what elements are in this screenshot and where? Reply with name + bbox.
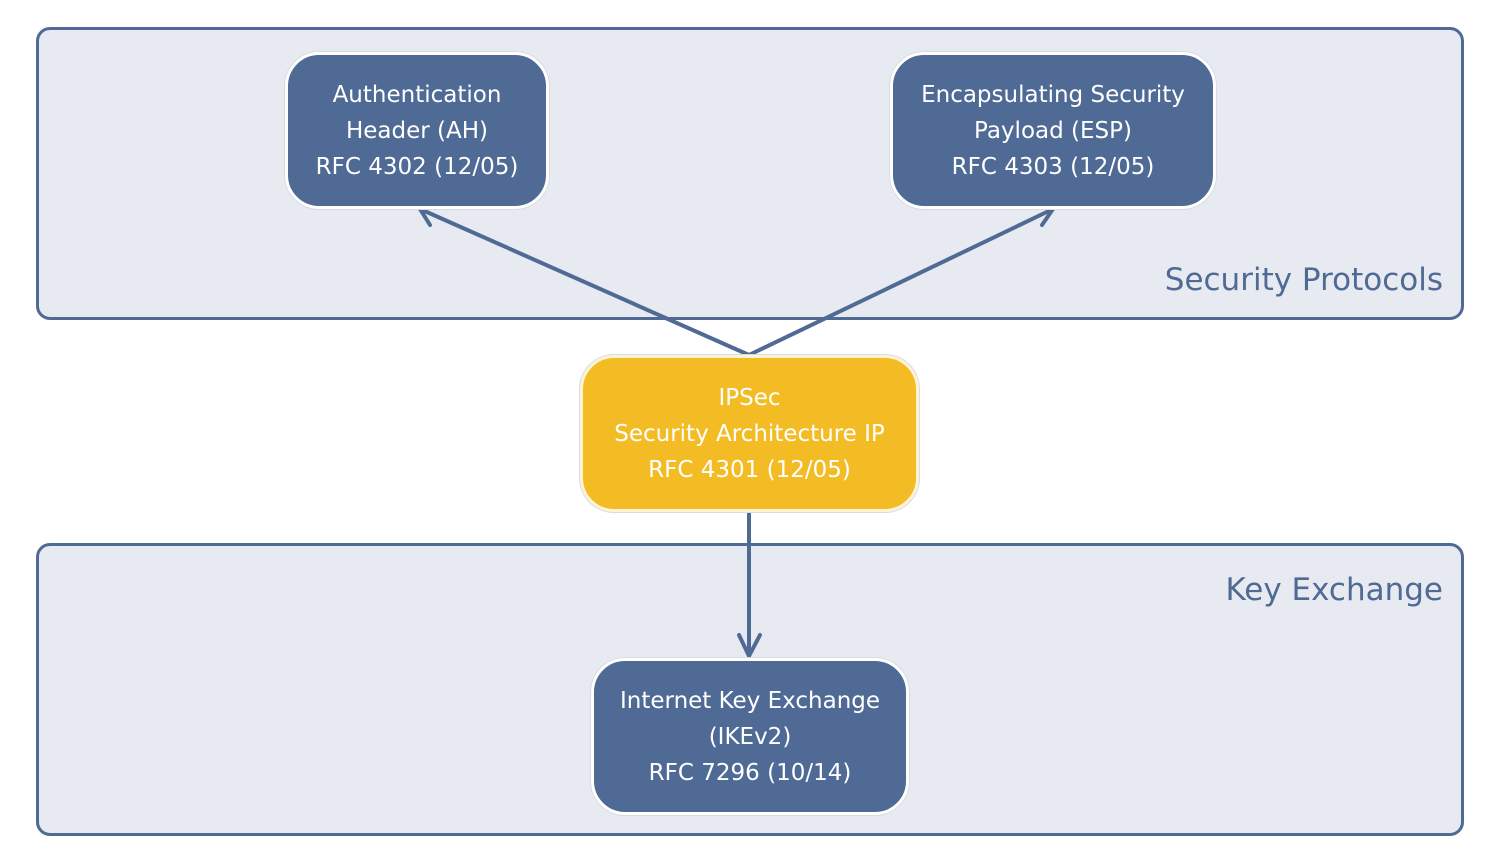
- key-exchange-label: Key Exchange: [1225, 572, 1443, 608]
- ipsec-architecture-node: IPSec Security Architecture IP RFC 4301 …: [580, 355, 919, 512]
- ah-title-line2: Header (AH): [345, 117, 489, 144]
- internet-key-exchange-node: Internet Key Exchange (IKEv2) RFC 7296 (…: [591, 658, 909, 815]
- ah-rfc: RFC 4302 (12/05): [315, 153, 519, 180]
- authentication-header-node: Authentication Header (AH) RFC 4302 (12/…: [285, 52, 549, 209]
- ipsec-title-line2: Security Architecture IP: [614, 420, 885, 447]
- ah-title-line1: Authentication: [332, 81, 502, 108]
- esp-title-line1: Encapsulating Security: [921, 81, 1185, 108]
- security-protocols-label: Security Protocols: [1164, 262, 1443, 298]
- security-protocols-group: Security Protocols: [36, 27, 1464, 320]
- ike-title-line2: (IKEv2): [708, 723, 792, 750]
- ipsec-title-line1: IPSec: [718, 384, 781, 411]
- esp-title-line2: Payload (ESP): [974, 117, 1132, 144]
- esp-rfc: RFC 4303 (12/05): [951, 153, 1155, 180]
- ike-title-line1: Internet Key Exchange: [619, 687, 881, 714]
- ipsec-rfc: RFC 4301 (12/05): [648, 456, 851, 483]
- ike-rfc: RFC 7296 (10/14): [648, 759, 852, 786]
- encapsulating-security-payload-node: Encapsulating Security Payload (ESP) RFC…: [890, 52, 1216, 209]
